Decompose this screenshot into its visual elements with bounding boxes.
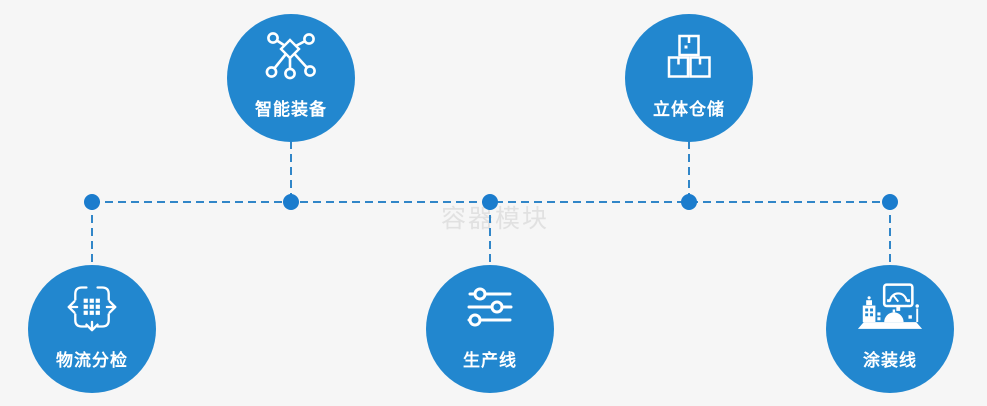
sort-distribute-icon (66, 281, 118, 333)
watermark-text: 容器模块 (441, 205, 550, 233)
junction-dot (482, 194, 498, 210)
junction-dot (84, 194, 100, 210)
node-label: 涂装线 (863, 351, 917, 370)
junction-dot (283, 194, 299, 210)
node-label: 立体仓储 (653, 100, 725, 119)
node-production-line: 生产线 (426, 265, 554, 393)
node-label: 生产线 (463, 351, 517, 370)
junction-dot (681, 194, 697, 210)
sliders-icon (466, 281, 514, 333)
node-coating-line: 涂装线 (826, 265, 954, 393)
node-smart-equipment: 智能装备 (227, 14, 355, 142)
control-station-icon (855, 281, 925, 333)
junction-dot (882, 194, 898, 210)
network-nodes-icon (265, 30, 317, 82)
node-label: 物流分检 (56, 351, 128, 370)
stacked-boxes-icon (667, 30, 711, 82)
node-logistics-sorting: 物流分检 (28, 265, 156, 393)
node-label: 智能装备 (255, 100, 327, 119)
node-warehouse-storage: 立体仓储 (625, 14, 753, 142)
